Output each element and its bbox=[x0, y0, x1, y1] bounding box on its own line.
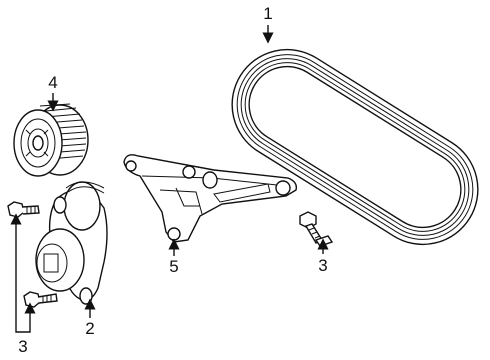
bolt-right bbox=[299, 211, 334, 247]
callout-bolt-right: 3 bbox=[318, 256, 327, 275]
belt-tensioner bbox=[35, 181, 108, 305]
callout-belt: 1 bbox=[263, 4, 272, 23]
callout-bolt-left: 3 bbox=[18, 337, 27, 356]
idler-pulley bbox=[13, 103, 89, 177]
mounting-bracket bbox=[123, 154, 298, 243]
callout-idler-pulley: 4 bbox=[48, 73, 57, 92]
callout-leaders bbox=[10, 25, 329, 333]
bolt-lower-left bbox=[23, 291, 58, 308]
serpentine-belt bbox=[231, 48, 479, 246]
bolt-upper-left bbox=[7, 201, 40, 218]
callout-tensioner: 2 bbox=[85, 319, 94, 338]
callout-bracket: 5 bbox=[169, 257, 178, 276]
